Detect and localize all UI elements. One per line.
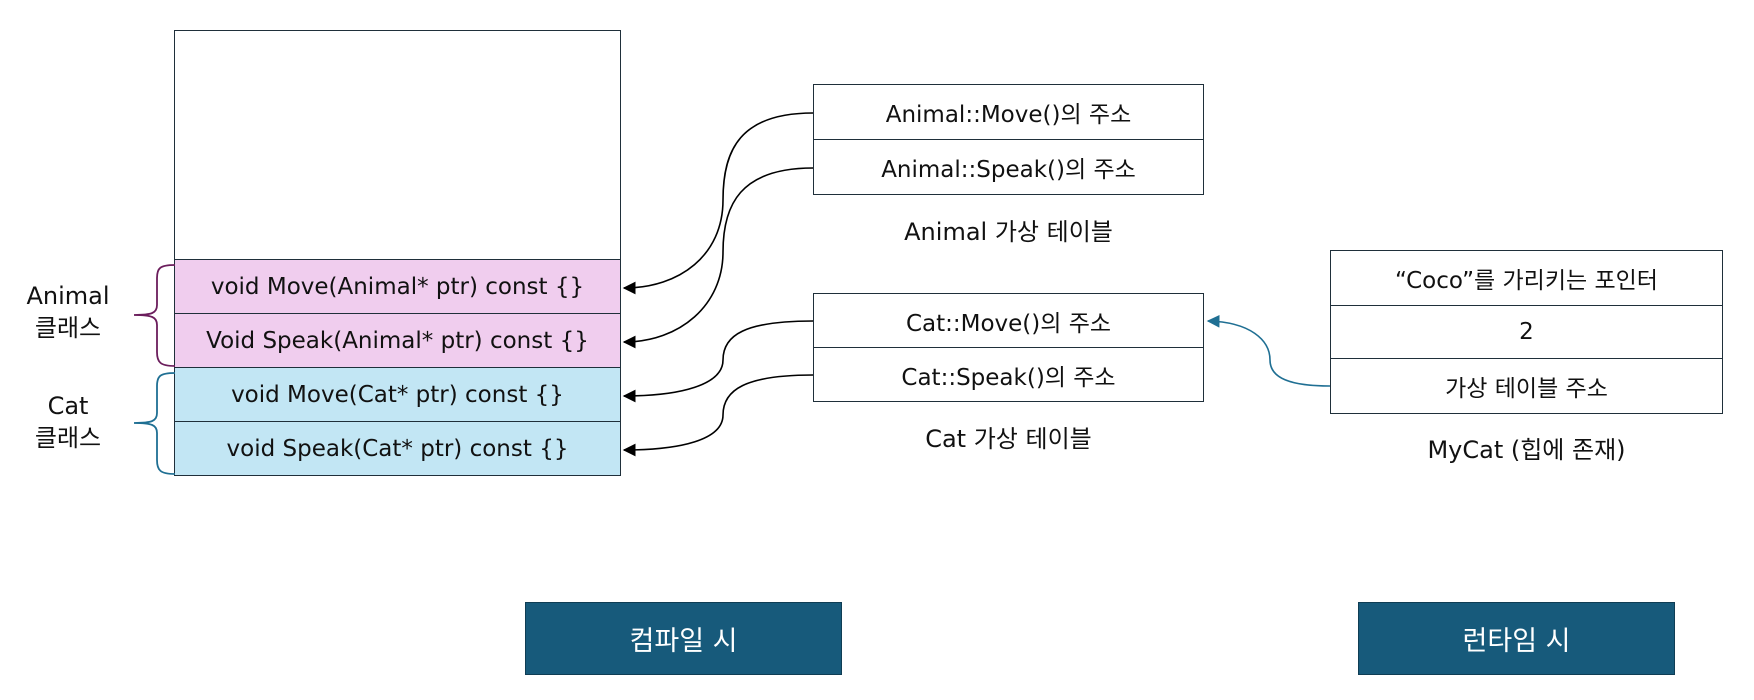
animal-class-label: Animal 클래스 <box>18 280 118 344</box>
cat-speak-link-arrow <box>622 374 814 457</box>
animal-vtable-caption: Animal 가상 테이블 <box>904 218 1113 246</box>
animal-class-brace <box>133 264 176 367</box>
animal-speak-function: Void Speak(Animal* ptr) const {} <box>174 313 621 368</box>
mycat-name-pointer-field: “Coco”를 가리키는 포인터 <box>1330 250 1723 306</box>
mycat-vtable-pointer-arrow <box>1206 314 1331 387</box>
cat-speak-function: void Speak(Cat* ptr) const {} <box>174 421 621 476</box>
memory-upper-region <box>174 30 621 260</box>
animal-vtable-speak-entry: Animal::Speak()의 주소 <box>813 139 1204 195</box>
cat-vtable-caption: Cat 가상 테이블 <box>925 425 1092 453</box>
mycat-vtable-address-field: 가상 테이블 주소 <box>1330 358 1723 414</box>
cat-class-label: Cat 클래스 <box>18 390 118 454</box>
animal-speak-link-arrow <box>622 167 814 349</box>
animal-move-function: void Move(Animal* ptr) const {} <box>174 259 621 314</box>
mycat-caption: MyCat (힙에 존재) <box>1427 436 1626 464</box>
compile-time-button[interactable]: 컴파일 시 <box>525 602 842 675</box>
animal-class-label-line1: Animal <box>26 282 110 310</box>
cat-class-label-line1: Cat <box>47 392 89 420</box>
cat-vtable-speak-entry: Cat::Speak()의 주소 <box>813 347 1204 402</box>
cat-move-link-arrow <box>622 320 814 403</box>
animal-class-label-line2: 클래스 <box>34 314 102 342</box>
animal-vtable-move-entry: Animal::Move()의 주소 <box>813 84 1204 140</box>
cat-class-brace <box>133 372 176 475</box>
cat-vtable-move-entry: Cat::Move()의 주소 <box>813 293 1204 348</box>
runtime-button[interactable]: 런타임 시 <box>1358 602 1675 675</box>
animal-move-link-arrow <box>622 112 814 295</box>
cat-class-label-line2: 클래스 <box>34 424 102 452</box>
